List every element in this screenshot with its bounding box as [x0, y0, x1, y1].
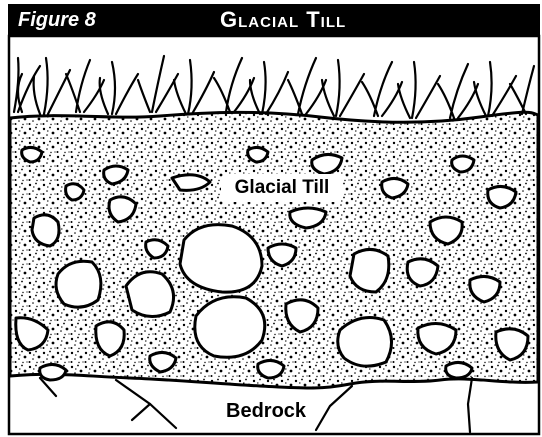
figure-title: Glacial Till — [220, 8, 346, 32]
title-bar: Figure 8 Glacial Till — [8, 4, 540, 36]
figure-number: Figure 8 — [18, 9, 96, 31]
bedrock-label: Bedrock — [226, 399, 306, 423]
glacial-till-label: Glacial Till — [221, 174, 343, 202]
